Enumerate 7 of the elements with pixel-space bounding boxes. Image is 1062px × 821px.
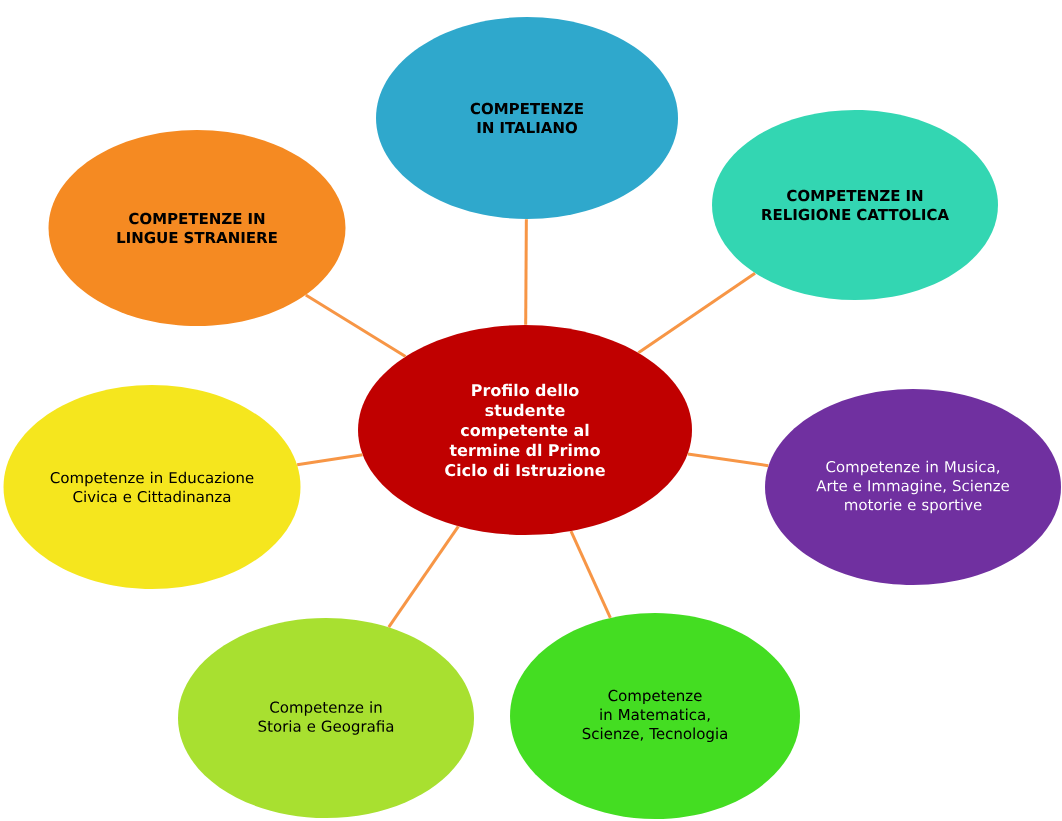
connector-line xyxy=(524,219,528,325)
connector-line xyxy=(296,453,363,467)
connector-line xyxy=(687,452,769,468)
connector-line xyxy=(387,525,460,629)
connector-line xyxy=(569,530,612,619)
connector-line xyxy=(304,293,407,358)
connector-line xyxy=(637,271,756,354)
